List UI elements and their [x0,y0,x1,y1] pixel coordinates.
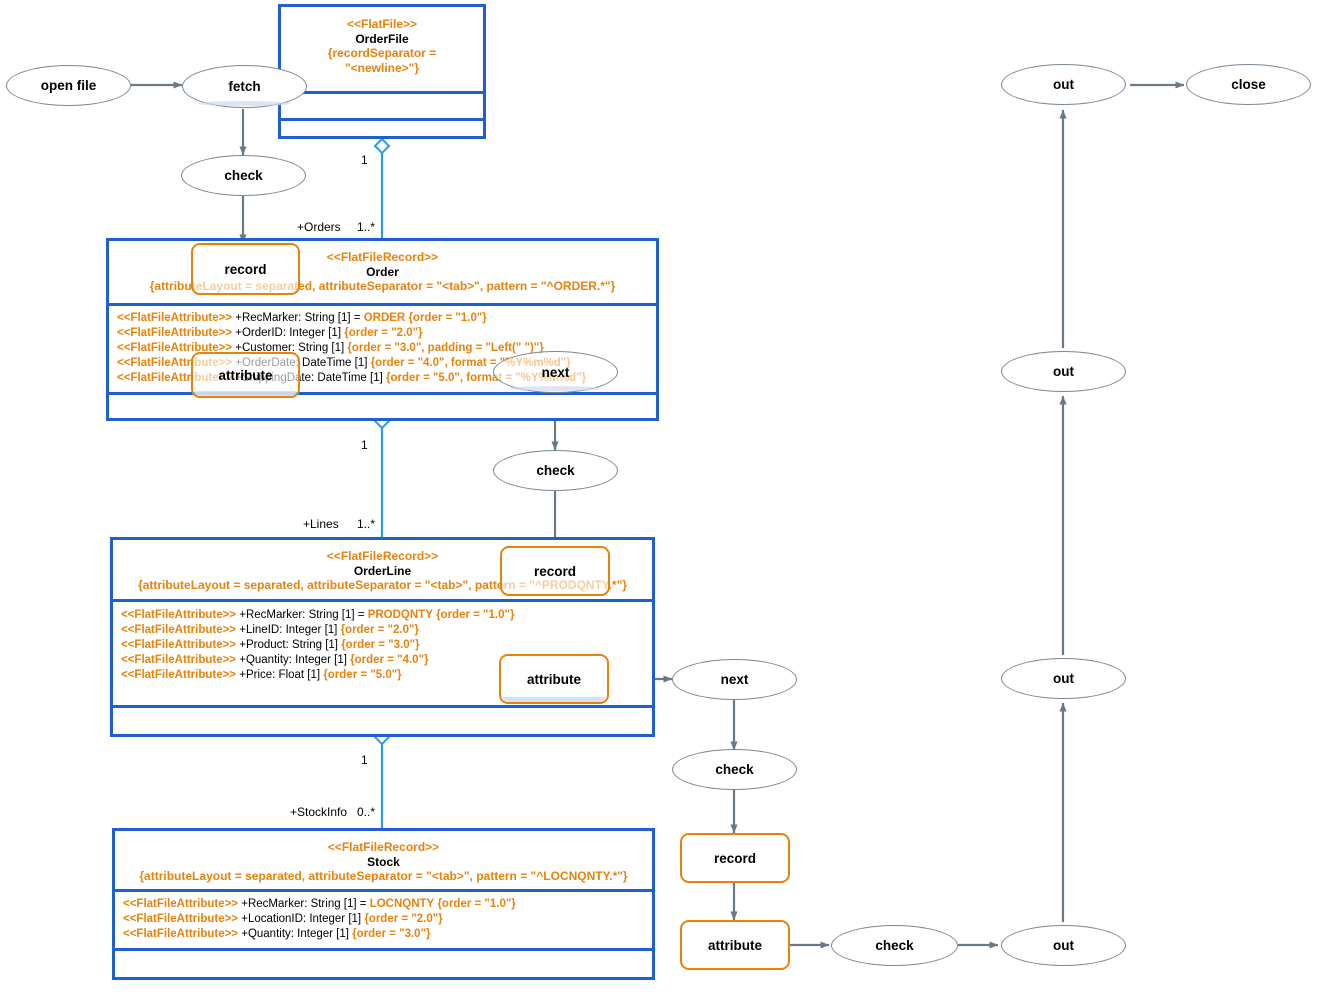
node-record-stock[interactable]: record [680,833,790,883]
node-attribute-stock-label: attribute [708,937,762,953]
class-orderline-attributes: <<FlatFileAttribute>> +RecMarker: String… [121,608,644,683]
assoc-orders-source-mult: 1 [361,153,368,167]
node-record-line-label: record [533,563,577,579]
node-out-3-label: out [1053,671,1074,686]
node-fetch-highlight [197,101,292,106]
class-orderfile-header: <<FlatFile>> OrderFile {recordSeparator … [281,17,483,75]
assoc-lines-source-mult: 1 [361,438,368,452]
attribute-row: <<FlatFileAttribute>> +Price: Float [1] … [121,669,402,681]
class-stock-divider-1 [115,889,652,892]
assoc-stockinfo-role: +StockInfo [290,805,348,819]
attribute-row: <<FlatFileAttribute>> +RecMarker: String… [123,898,516,910]
node-attribute-order-highlight [195,391,296,396]
class-orderfile-divider-2 [281,118,483,121]
attribute-row: <<FlatFileAttribute>> +Quantity: Integer… [123,928,431,940]
class-orderline-divider-1 [113,599,652,602]
assoc-stockinfo-target-mult: 0..* [357,805,376,819]
class-orderfile-name: OrderFile [355,31,409,46]
attribute-row: <<FlatFileAttribute>> +OrderID: Integer … [117,327,423,339]
node-out-4-label: out [1053,938,1074,953]
attribute-row: <<FlatFileAttribute>> +RecMarker: String… [117,312,487,324]
class-orderline-stereotype: <<FlatFileRecord>> [326,549,439,563]
node-check-3[interactable]: check [672,749,797,790]
node-check-1[interactable]: check [181,155,306,196]
node-fetch-label: fetch [228,79,261,94]
node-record-line[interactable]: record [500,546,610,596]
node-attribute-line[interactable]: attribute [499,654,609,704]
node-check-3-label: check [715,762,754,777]
class-stock-stereotype: <<FlatFileRecord>> [327,840,440,854]
node-attribute-line-label: attribute [527,671,581,687]
class-order-name: Order [366,264,399,279]
node-close-label: close [1231,77,1266,92]
node-fetch[interactable]: fetch [182,65,307,108]
node-next-order-highlight [508,386,603,391]
class-orderfile[interactable]: <<FlatFile>> OrderFile {recordSeparator … [278,4,486,139]
node-out-4[interactable]: out [1001,925,1126,966]
class-orderline-name: OrderLine [353,563,412,578]
assoc-stockinfo-source-mult: 1 [361,753,368,767]
node-next-line[interactable]: next [672,659,797,700]
assoc-lines-target-mult: 1..* [357,517,376,531]
class-stock-props: {attributeLayout = separated, attributeS… [139,869,628,883]
class-order-divider-1 [109,303,656,306]
attribute-row: <<FlatFileAttribute>> +Customer: String … [117,342,544,354]
node-attribute-line-highlight [503,697,605,702]
class-stock-divider-2 [115,948,652,951]
attribute-row: <<FlatFileAttribute>> +RecMarker: String… [121,609,515,621]
node-check-2[interactable]: check [493,450,618,491]
node-attribute-stock[interactable]: attribute [680,920,790,970]
class-stock-header: <<FlatFileRecord>> Stock {attributeLayou… [115,840,652,884]
node-out-1[interactable]: out [1001,64,1126,105]
node-close[interactable]: close [1186,64,1311,105]
attribute-row: <<FlatFileAttribute>> +Product: String [… [121,639,420,651]
class-orderfile-props-line2: "<newline>"} [344,60,420,75]
node-open-file-label: open file [40,78,97,93]
node-next-line-label: next [720,672,749,687]
node-check-1-label: check [224,168,263,183]
node-out-2[interactable]: out [1001,351,1126,392]
node-record-order-label: record [224,261,267,277]
class-orderfile-stereotype: <<FlatFile>> [346,17,418,31]
assoc-orders-role: +Orders [297,220,341,234]
class-orderline-divider-2 [113,705,652,708]
node-out-1-label: out [1053,77,1074,92]
node-out-2-label: out [1053,364,1074,379]
class-stock-name: Stock [367,854,400,869]
node-next-order[interactable]: next [493,351,618,393]
attribute-row: <<FlatFileAttribute>> +Quantity: Integer… [121,654,429,666]
assoc-lines-role: +Lines [303,517,339,531]
node-record-order[interactable]: record [191,243,300,295]
node-record-stock-label: record [713,850,757,866]
attribute-row: <<FlatFileAttribute>> +LineID: Integer [… [121,624,419,636]
node-next-order-label: next [541,364,570,380]
assoc-orders-target-mult: 1..* [357,220,376,234]
class-order-stereotype: <<FlatFileRecord>> [326,250,439,264]
node-check-4-label: check [875,938,914,953]
node-check-2-label: check [536,463,575,478]
class-stock[interactable]: <<FlatFileRecord>> Stock {attributeLayou… [112,828,655,980]
class-stock-attributes: <<FlatFileAttribute>> +RecMarker: String… [123,897,644,942]
attribute-row: <<FlatFileAttribute>> +LocationID: Integ… [123,913,443,925]
class-orderfile-props-line1: {recordSeparator = [327,46,437,60]
node-attribute-order[interactable]: attribute [191,352,300,398]
node-open-file[interactable]: open file [6,65,131,106]
class-orderfile-divider-1 [281,91,483,94]
class-order-divider-2 [109,392,656,395]
node-out-3[interactable]: out [1001,658,1126,699]
node-check-4[interactable]: check [831,925,958,966]
class-order[interactable]: <<FlatFileRecord>> Order {attributeLayou… [106,238,659,421]
node-attribute-order-label: attribute [218,367,273,383]
